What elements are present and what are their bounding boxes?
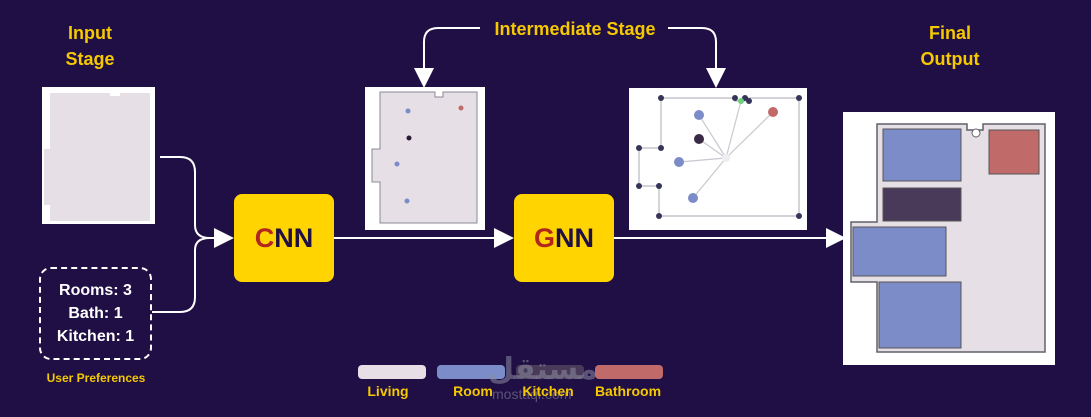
intermediate-floorplan [365, 87, 485, 230]
legend-swatch-room [437, 365, 505, 379]
final-room-3 [878, 281, 962, 349]
final-room-1 [882, 128, 962, 182]
arrow-input-to-cnn [160, 156, 234, 248]
graph-node-bathroom [768, 107, 778, 117]
watermark-logo: مستقل [488, 353, 598, 386]
legend-label-living: Living [367, 383, 409, 399]
final-output-title: Final Output [920, 23, 980, 69]
point-living [405, 108, 411, 114]
point-kitchen [406, 135, 412, 141]
point-room-2 [404, 198, 410, 204]
intermediate-stage-title: Intermediate Stage [494, 19, 656, 39]
graph-node-living [694, 110, 704, 120]
pref-rooms: Rooms: 3 [59, 282, 132, 299]
pref-kitchen: Kitchen: 1 [56, 328, 135, 345]
legend-label-bathroom: Bathroom [594, 383, 662, 399]
legend-swatch-kitchen [516, 365, 584, 379]
cnn-first-letter: C [254, 222, 275, 253]
final-bathroom [988, 129, 1040, 175]
arrow-intermediate-left [414, 27, 480, 88]
final-kitchen [882, 187, 962, 222]
arrow-intermediate-right [668, 27, 726, 88]
input-floorplan [42, 87, 155, 224]
legend-swatch-bathroom [595, 365, 663, 379]
arrow-prefs-to-cnn [152, 237, 211, 313]
graph-node-room-2 [688, 193, 698, 203]
point-bathroom [458, 105, 464, 111]
final-floorplan [843, 112, 1055, 365]
graph-node-room-1 [674, 157, 684, 167]
gnn-first-letter: G [533, 222, 555, 253]
legend-label-kitchen: Kitchen [522, 383, 574, 399]
point-room-1 [394, 161, 400, 167]
graph-node-kitchen [694, 134, 704, 144]
user-preferences-box: Rooms: 3 Bath: 1 Kitchen: 1 [39, 267, 152, 360]
cnn-rest: NN [274, 222, 314, 253]
user-preferences-label: User Preferences [46, 371, 146, 385]
input-stage-title: Input Stage [65, 23, 115, 69]
legend-label-room: Room [453, 383, 493, 399]
pref-bath: Bath: 1 [68, 305, 123, 322]
watermark-url: mostaql.com [492, 386, 572, 402]
final-room-2 [852, 226, 947, 277]
gnn-rest: NN [555, 222, 594, 253]
legend-swatch-living [358, 365, 426, 379]
intermediate-graph [629, 88, 807, 230]
